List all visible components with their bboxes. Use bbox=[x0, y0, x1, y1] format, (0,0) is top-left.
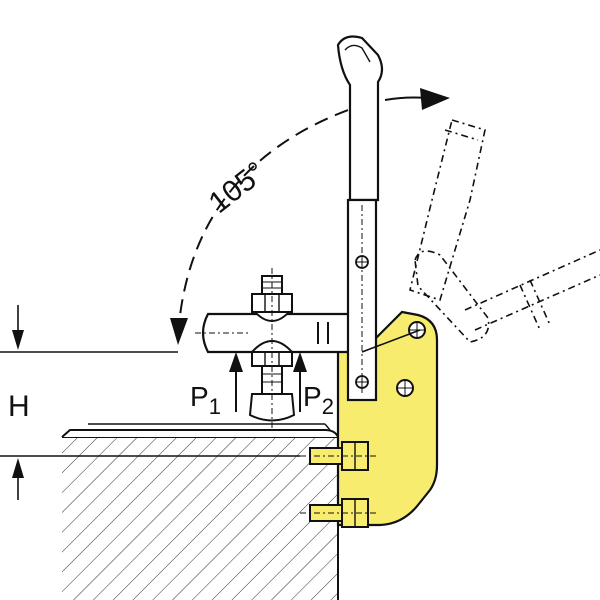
mounting-bolt-lower bbox=[300, 498, 378, 528]
force-label-p2: P2 bbox=[303, 381, 334, 419]
height-dimension bbox=[0, 305, 300, 500]
mounting-bolt-upper bbox=[300, 441, 378, 471]
base-workpiece bbox=[61, 423, 339, 600]
p1-sub: 1 bbox=[209, 394, 221, 419]
height-label: H bbox=[8, 390, 30, 423]
p1-main: P bbox=[190, 381, 209, 412]
handle-lever bbox=[336, 35, 421, 402]
force-label-p1: P1 bbox=[190, 381, 221, 419]
p2-sub: 2 bbox=[322, 394, 334, 419]
angle-label: 105° bbox=[203, 156, 272, 220]
force-arrow-p2 bbox=[293, 352, 307, 412]
angle-arc bbox=[170, 88, 450, 345]
force-arrow-p1 bbox=[229, 352, 243, 412]
spindle-assembly bbox=[248, 268, 296, 430]
clamp-arm bbox=[195, 312, 367, 354]
p2-main: P bbox=[303, 381, 322, 412]
